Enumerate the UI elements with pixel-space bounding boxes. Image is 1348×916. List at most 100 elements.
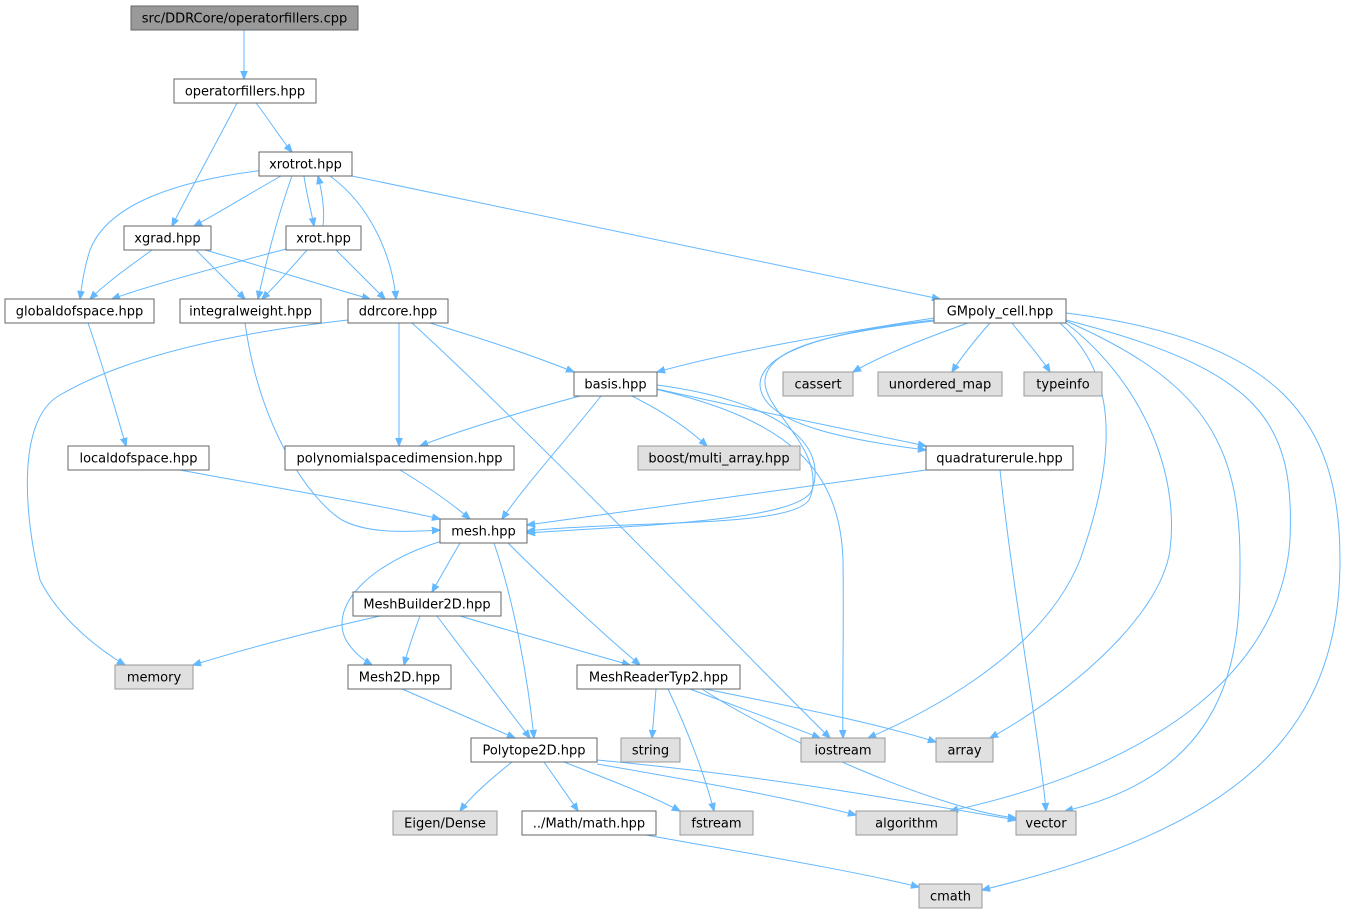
node-label: xgrad.hpp: [134, 232, 200, 247]
edge-gmpoly_cell-to-mesh: [527, 320, 935, 531]
edge-xrotrot-to-xgrad: [194, 175, 282, 226]
node-ddrcore[interactable]: ddrcore.hpp: [347, 298, 449, 324]
node-label: Polytope2D.hpp: [482, 744, 585, 759]
node-operatorfillers[interactable]: operatorfillers.hpp: [173, 78, 317, 104]
node-mesh[interactable]: mesh.hpp: [439, 518, 528, 544]
node-label: typeinfo: [1036, 378, 1089, 393]
node-box: [439, 518, 528, 544]
node-xrot[interactable]: xrot.hpp: [285, 225, 362, 251]
edge-xrotrot-to-globaldofspace: [80, 169, 266, 299]
node-mesh2d[interactable]: Mesh2D.hpp: [347, 664, 452, 690]
node-cmath: cmath: [918, 883, 983, 909]
node-integralweight[interactable]: integralweight.hpp: [179, 298, 322, 324]
node-box: [4, 298, 155, 324]
node-box: [123, 225, 212, 251]
node-polynomialspacedimension[interactable]: polynomialspacedimension.hpp: [284, 445, 515, 471]
node-globaldofspace[interactable]: globaldofspace.hpp: [4, 298, 155, 324]
node-label: array: [947, 744, 981, 759]
node-box: [173, 78, 317, 104]
edge-gmpoly_cell-to-cmath: [982, 312, 1341, 890]
node-polytope2d[interactable]: Polytope2D.hpp: [470, 737, 598, 763]
node-label: quadraturerule.hpp: [936, 452, 1062, 467]
node-meshreadertyp2[interactable]: MeshReaderTyp2.hpp: [576, 664, 741, 690]
edge-gmpoly_cell-to-array: [990, 322, 1172, 738]
edge-polytope2d-to-eigen_dense: [460, 761, 513, 811]
node-label: mesh.hpp: [451, 525, 516, 540]
node-label: xrot.hpp: [296, 232, 351, 247]
node-box: [521, 810, 657, 836]
node-localdofspace[interactable]: localdofspace.hpp: [67, 445, 210, 471]
edge-basis-to-mesh: [527, 384, 816, 533]
node-label: string: [632, 744, 669, 759]
node-label: polynomialspacedimension.hpp: [297, 452, 503, 467]
node-quadraturerule[interactable]: quadraturerule.hpp: [925, 445, 1074, 471]
node-math[interactable]: ../Math/math.hpp: [521, 810, 657, 836]
edge-polytope2d-to-vector: [596, 759, 1016, 820]
node-box: [933, 298, 1067, 324]
edge-basis-to-mesh: [502, 395, 602, 519]
edge-gmpoly_cell-to-basis: [657, 317, 935, 372]
node-box: [347, 664, 452, 690]
edge-meshreadertyp2-to-array: [704, 688, 936, 742]
edge-meshbuilder2d-to-polytope2d: [436, 615, 530, 738]
node-label: unordered_map: [889, 378, 992, 393]
node-xrotrot[interactable]: xrotrot.hpp: [258, 151, 353, 177]
dependency-nodes: src/DDRCore/operatorfillers.cpp operatorf…: [4, 5, 1103, 909]
edge-meshreadertyp2-to-fstream: [667, 688, 714, 811]
edge-xgrad-to-ddrcore: [204, 249, 370, 299]
node-eigen-dense: Eigen/Dense: [392, 810, 498, 836]
edge-operatorfillers-to-xrotrot: [255, 102, 292, 152]
node-memory: memory: [114, 664, 194, 690]
node-box: [284, 445, 515, 471]
edge-xrotrot-to-xrot: [303, 175, 314, 226]
edge-mesh-to-meshreadertyp2: [507, 542, 640, 665]
edge-xgrad-to-globaldofspace: [90, 249, 153, 299]
edge-xrotrot-to-integralweight: [258, 175, 293, 299]
node-box: [470, 737, 598, 763]
node-label: src/DDRCore/operatorfillers.cpp: [142, 12, 347, 27]
node-root: src/DDRCore/operatorfillers.cpp: [130, 5, 359, 31]
edge-meshbuilder2d-to-meshreadertyp2: [459, 615, 630, 665]
node-box: [918, 883, 983, 909]
node-box: [855, 810, 958, 836]
node-label: GMpoly_cell.hpp: [947, 305, 1054, 320]
edge-integralweight-to-mesh: [244, 322, 440, 531]
node-label: iostream: [814, 744, 871, 759]
node-basis[interactable]: basis.hpp: [573, 371, 658, 397]
node-label: cmath: [930, 890, 971, 905]
edge-xrotrot-to-gmpoly_cell: [351, 175, 940, 299]
node-box: [637, 445, 801, 471]
node-vector: vector: [1015, 810, 1077, 836]
node-algorithm: algorithm: [855, 810, 958, 836]
node-label: ../Math/math.hpp: [533, 817, 645, 832]
node-xgrad[interactable]: xgrad.hpp: [123, 225, 212, 251]
edge-gmpoly_cell-to-iostream: [868, 322, 1107, 738]
edge-basis-to-iostream: [654, 388, 843, 738]
node-box: [114, 664, 194, 690]
node-typeinfo: typeinfo: [1023, 371, 1103, 397]
node-label: cassert: [794, 378, 841, 393]
edge-xgrad-to-integralweight: [195, 249, 245, 299]
edge-gmpoly_cell-to-typeinfo: [1011, 322, 1050, 372]
edge-ddrcore-to-memory: [26, 319, 349, 665]
node-fstream: fstream: [679, 810, 754, 836]
edge-globaldofspace-to-localdofspace: [87, 322, 126, 446]
node-box: [258, 151, 353, 177]
node-label: MeshBuilder2D.hpp: [363, 598, 490, 613]
edge-meshreadertyp2-to-iostream: [689, 688, 820, 738]
node-label: fstream: [691, 817, 741, 832]
edge-polynomialspacedimension-to-mesh: [399, 469, 470, 519]
node-meshbuilder2d[interactable]: MeshBuilder2D.hpp: [352, 591, 502, 617]
edge-meshreadertyp2-to-vector: [701, 688, 1016, 818]
node-iostream: iostream: [800, 737, 886, 763]
edge-xrot-to-ddrcore: [335, 249, 385, 299]
edge-quadraturerule-to-mesh: [527, 469, 927, 525]
edge-operatorfillers-to-xgrad: [172, 102, 238, 226]
edge-gmpoly_cell-to-vector: [1065, 320, 1241, 811]
node-box: [285, 225, 362, 251]
edge-xrot-to-integralweight: [262, 249, 308, 299]
node-label: MeshReaderTyp2.hpp: [589, 671, 728, 686]
node-gmpoly-cell[interactable]: GMpoly_cell.hpp: [933, 298, 1067, 324]
edge-basis-to-quadraturerule: [656, 388, 926, 446]
